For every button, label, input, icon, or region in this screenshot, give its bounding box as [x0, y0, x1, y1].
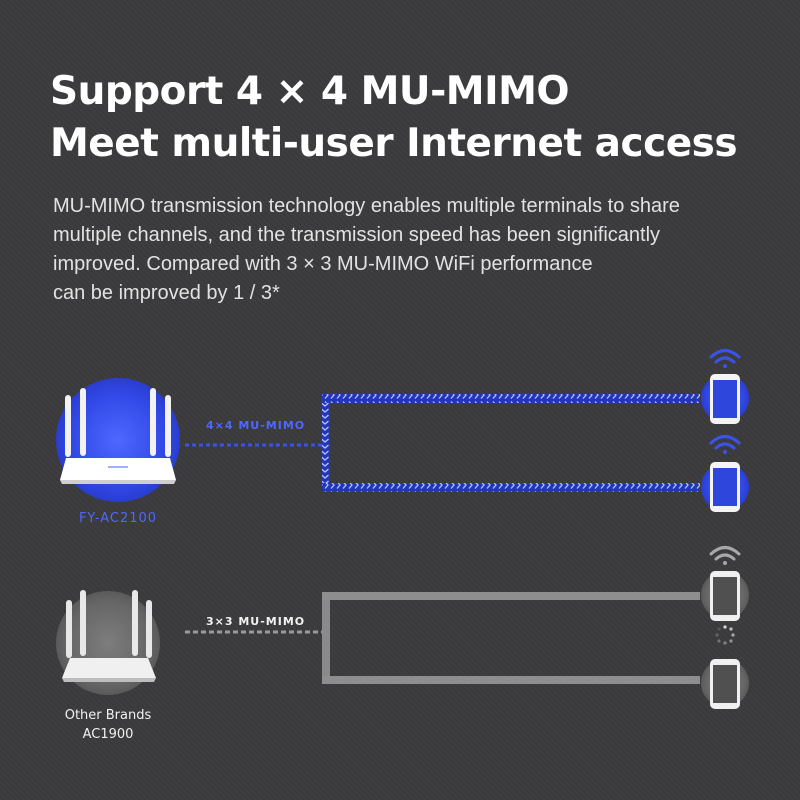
wifi-icon: [709, 349, 741, 368]
loading-spinner-icon: [715, 625, 735, 645]
description-line-2: multiple channels, and the transmission …: [53, 224, 661, 246]
description-line-4: can be improved by 1 / 3*: [53, 282, 280, 304]
competitor-link-branch-lower: [322, 676, 700, 684]
competitor-name: Other Brands AC1900: [38, 706, 178, 744]
description: MU-MIMO transmission technology enables …: [53, 192, 753, 308]
competitor-link-branch-upper: [322, 592, 700, 600]
phone-icon: [710, 571, 740, 621]
competitor-device-upper: [701, 546, 749, 621]
competitor-router-group: [56, 590, 160, 695]
router-icon: [62, 590, 156, 682]
headline-line-1: Support 4 × 4 MU-MIMO: [50, 69, 570, 114]
phone-icon: [710, 462, 740, 512]
competitor-link: [185, 592, 700, 684]
description-line-3: improved. Compared with 3 × 3 MU-MIMO Wi…: [53, 253, 593, 275]
product-link: [185, 394, 700, 492]
competitor-link-trunk: [322, 592, 330, 684]
headline: Support 4 × 4 MU-MIMO Meet multi-user In…: [50, 66, 738, 170]
phone-icon: [710, 374, 740, 424]
description-line-1: MU-MIMO transmission technology enables …: [53, 195, 680, 217]
product-name-text: FY-AC2100: [78, 511, 158, 526]
competitor-link-label: 3×3 MU-MIMO: [206, 615, 305, 628]
product-link-trunk: [322, 394, 330, 492]
product-link-label: 4×4 MU-MIMO: [206, 419, 305, 432]
competitor-device-lower: [701, 659, 749, 709]
competitor-name-line-2: AC1900: [82, 727, 134, 742]
product-link-branch-upper: [322, 394, 700, 403]
product-link-branch-lower: [322, 483, 700, 492]
headline-line-2: Meet multi-user Internet access: [50, 121, 738, 166]
product-device-lower: [701, 435, 749, 512]
wifi-icon: [709, 435, 741, 454]
wifi-icon: [709, 546, 741, 565]
phone-icon: [710, 659, 740, 709]
router-icon: [60, 388, 176, 484]
product-device-upper: [701, 349, 749, 424]
product-name: FY-AC2100: [48, 511, 188, 526]
product-router-group: [56, 378, 180, 502]
competitor-name-line-1: Other Brands: [64, 708, 152, 723]
